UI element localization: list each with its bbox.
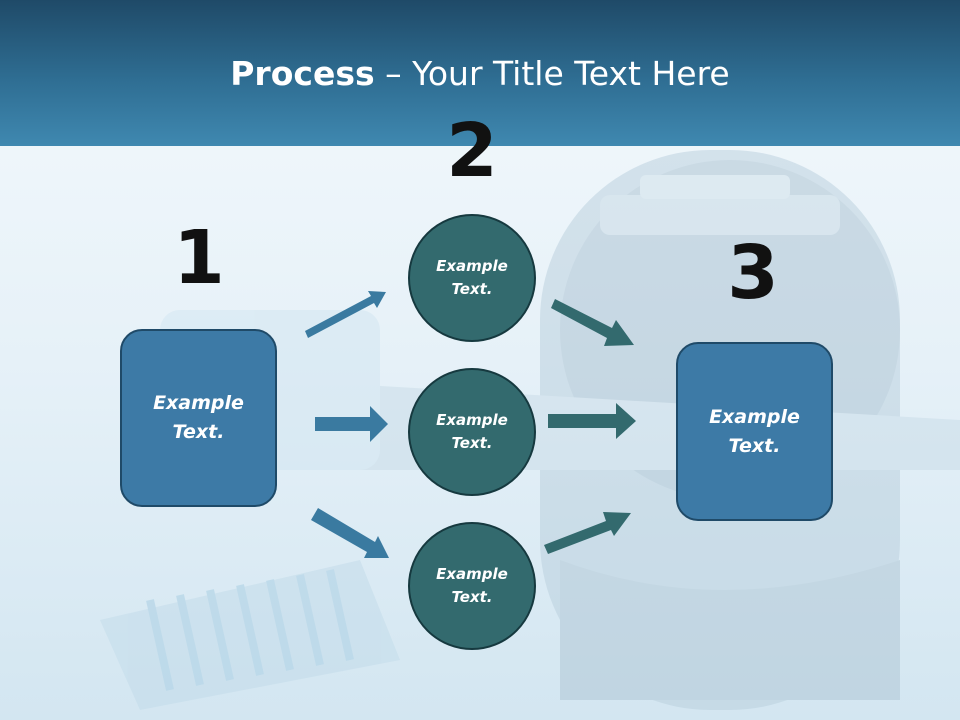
step-2-circle-top[interactable]: Example Text. — [408, 214, 536, 342]
title-bar — [0, 0, 960, 146]
step-number-1: 1 — [173, 215, 225, 301]
step-2-circle-bottom[interactable]: Example Text. — [408, 522, 536, 650]
step-2-top-text: Example Text. — [436, 257, 508, 298]
title-bold: Process — [230, 54, 375, 93]
slide-title: Process – Your Title Text Here — [0, 52, 960, 96]
step-2-circle-middle[interactable]: Example Text. — [408, 368, 536, 496]
step-1-box[interactable]: Example Text. — [120, 329, 277, 507]
step-2-bottom-text: Example Text. — [436, 565, 508, 606]
step-number-3: 3 — [727, 230, 779, 316]
title-rest: – Your Title Text Here — [374, 54, 730, 93]
step-3-text: Example Text. — [709, 405, 800, 457]
step-1-text: Example Text. — [153, 392, 244, 443]
step-2-middle-text: Example Text. — [436, 411, 508, 452]
step-number-2: 2 — [446, 108, 498, 194]
step-3-box[interactable]: Example Text. — [676, 342, 833, 521]
